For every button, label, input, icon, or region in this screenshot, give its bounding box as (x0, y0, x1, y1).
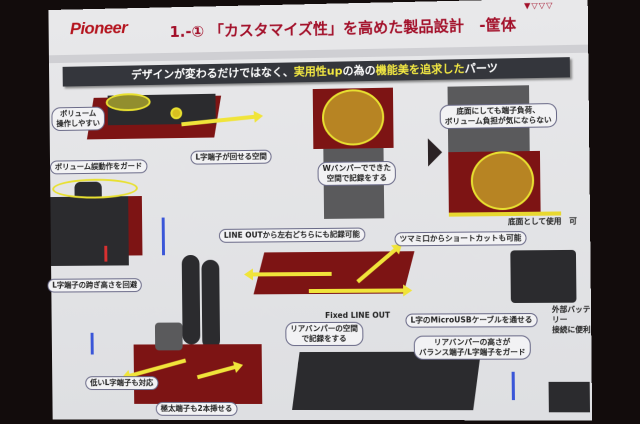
page-indicator: ▼▽▽▽ (524, 1, 553, 11)
callout-l-height: L字端子の跨ぎ高さを回避 (47, 278, 142, 292)
label-bottom-use: 底面として使用 可 (508, 215, 577, 227)
device-front-image (50, 196, 129, 266)
pioneer-logo: Pioneer (70, 18, 128, 39)
subtitle-text: デザインが変わるだけではなく、 (131, 65, 294, 81)
callout-thick: 極太端子も2本挿せる (156, 402, 238, 416)
battery-image (510, 250, 576, 303)
l-plug-image (549, 382, 590, 412)
callout-volume-guard: ボリューム誤動作をガード (50, 159, 147, 174)
subtitle-highlight: 実用性up (294, 64, 343, 78)
subtitle-text: の為の (342, 64, 375, 78)
bumper-image (128, 196, 142, 255)
callout-low-l: 低いL字端子も対応 (85, 376, 158, 390)
callout-w-bumper: Wバンパーでできた 空間で記録をする (317, 161, 396, 186)
height-arrow-icon (162, 218, 165, 256)
thick-plug-image (201, 260, 220, 350)
height-arrow-icon (512, 372, 515, 400)
label-fixed-line-out: Fixed LINE OUT (325, 311, 390, 320)
callout-bottom-load: 底面にしても端子負荷、 ボリューム負担が気にならない (440, 103, 557, 129)
height-arrow-icon (91, 333, 94, 355)
next-arrow-icon (428, 138, 442, 166)
yellow-arrow (252, 272, 332, 277)
callout-shortcut: ツマミ口からショートカットも可能 (394, 231, 526, 246)
height-arrow-icon (104, 246, 107, 262)
callout-line-out: LINE OUTから左右どちらにも記録可能 (219, 228, 365, 243)
device-rear-image (292, 352, 481, 411)
thick-plug-image (182, 255, 201, 344)
slide-title: 1.-① 「カスタマイズ性」を高めた製品設計 -筐体 (169, 14, 516, 42)
callout-l-rotate: L字端子が回せる空間 (190, 150, 271, 165)
yellow-arrow (309, 288, 404, 293)
subtitle-highlight: 機能美を追求した (376, 62, 465, 77)
callout-microusb: L字のMicroUSBケーブルを通せる (405, 313, 537, 328)
label-battery: 外部バッテリー 接続に便利 (552, 305, 591, 336)
callout-rear-guard: リアバンパーの高さが バランス端子/L字端子をガード (414, 335, 531, 360)
subtitle-text: パーツ (464, 62, 498, 76)
presentation-slide: Pioneer 1.-① 「カスタマイズ性」を高めた製品設計 -筐体 ▼▽▽▽ … (48, 0, 592, 420)
callout-rear-space: リアバンパーの空間 で記録をする (285, 322, 363, 346)
volume-knob (155, 323, 183, 351)
subtitle-bar: デザインが変わるだけではなく、実用性upの為の機能美を追求したパーツ (63, 57, 570, 86)
callout-volume-easy: ボリューム 操作しやすい (51, 107, 105, 132)
